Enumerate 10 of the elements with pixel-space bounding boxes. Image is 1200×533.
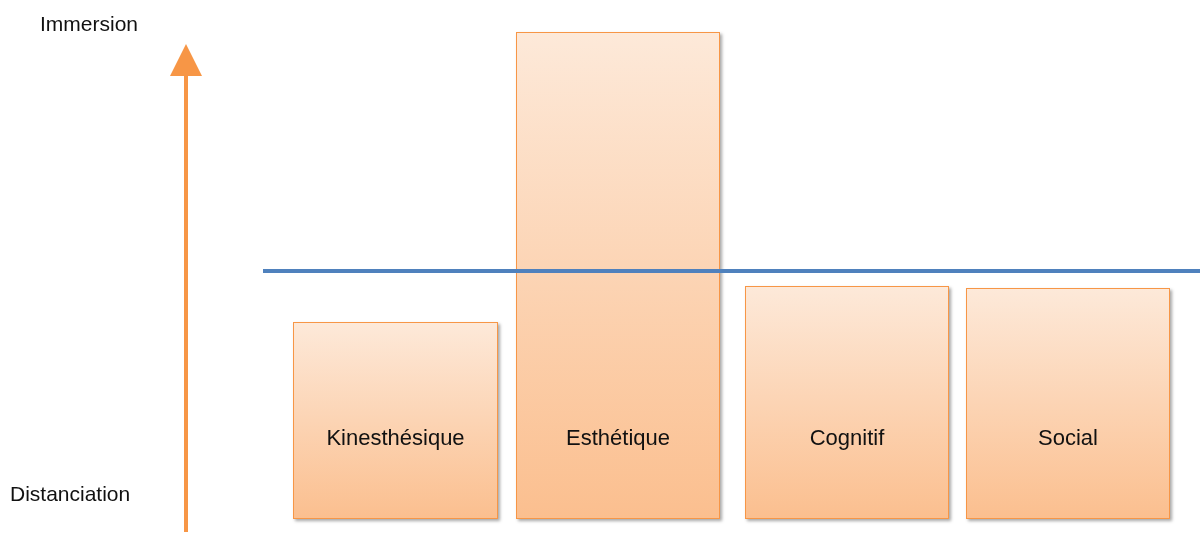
category-box bbox=[516, 32, 720, 519]
axis-end-label: Distanciation bbox=[10, 482, 131, 506]
category-box bbox=[745, 286, 949, 519]
category-label: Esthétique bbox=[565, 425, 671, 451]
category-box bbox=[966, 288, 1170, 519]
category-label: Cognitif bbox=[808, 425, 886, 451]
category-label: Social bbox=[1037, 425, 1099, 451]
category-label: Kinesthésique bbox=[325, 425, 466, 451]
category-box bbox=[293, 322, 498, 519]
axis-end-label: Immersion bbox=[40, 12, 139, 36]
